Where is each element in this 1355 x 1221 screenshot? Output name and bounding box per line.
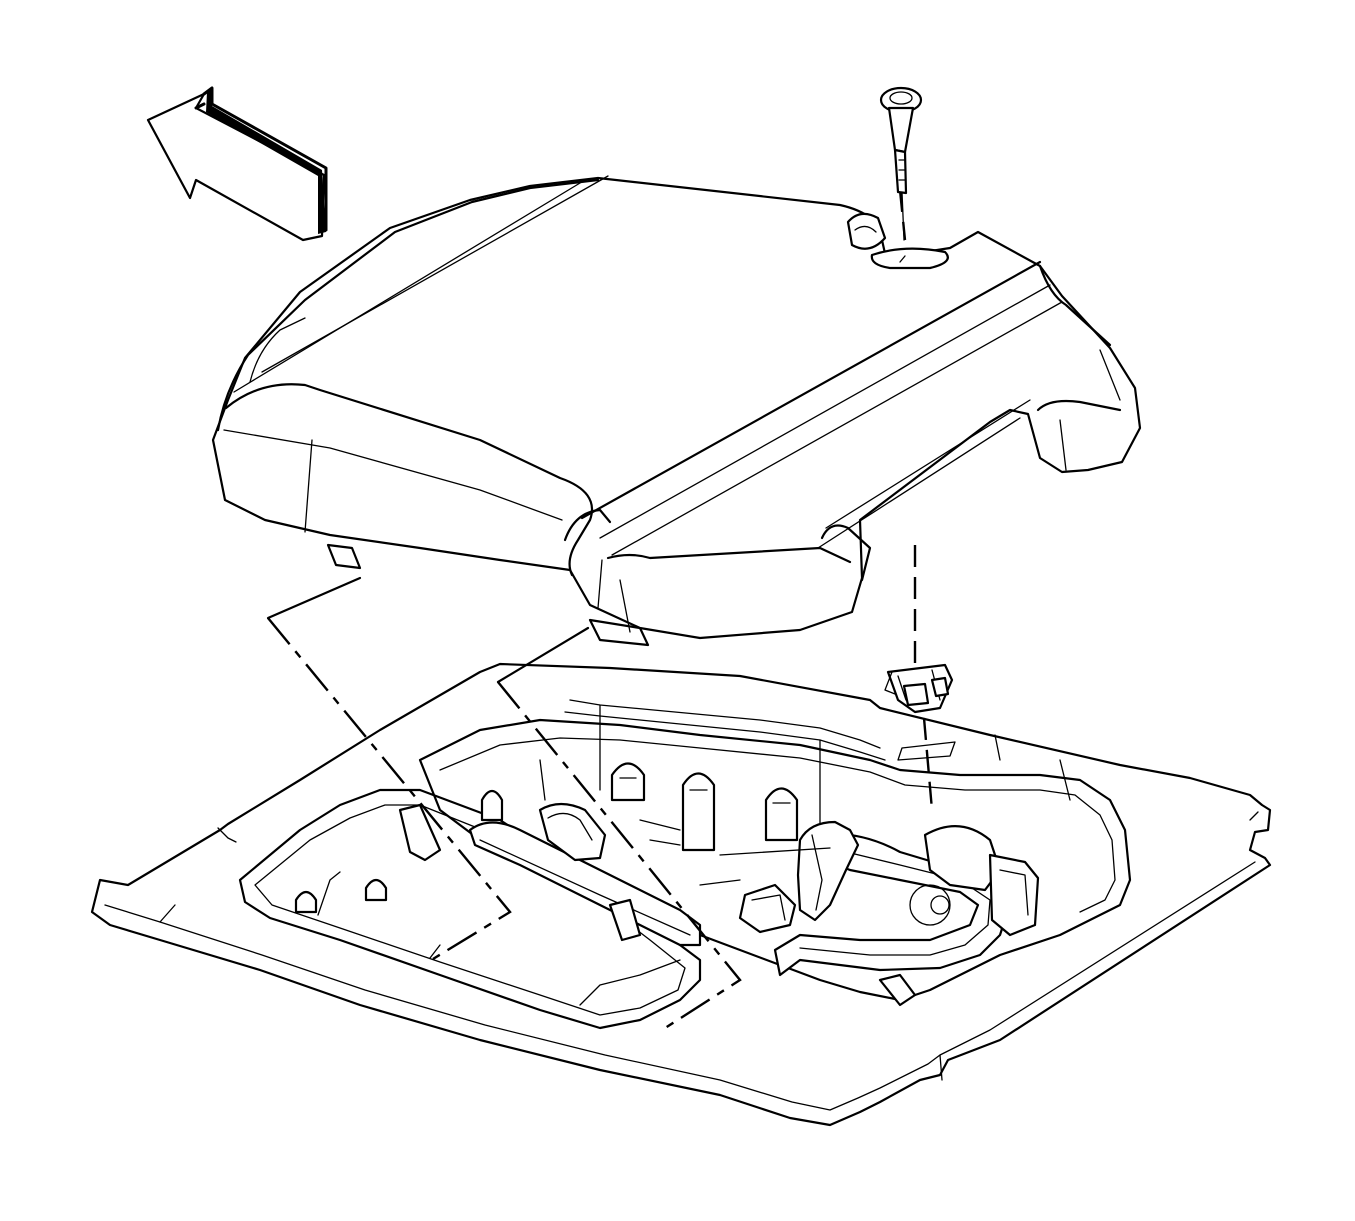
alignment-guides: [266, 189, 956, 1032]
floor-pan-base: [90, 662, 1272, 1127]
forward-direction-arrow: [146, 86, 328, 242]
cover-panel: [211, 175, 1142, 647]
push-pin-retainer: [879, 86, 923, 241]
retainer-clip: [884, 663, 954, 714]
arrow-up-left-icon: [146, 92, 326, 242]
wiring-harness: [398, 802, 1040, 1007]
